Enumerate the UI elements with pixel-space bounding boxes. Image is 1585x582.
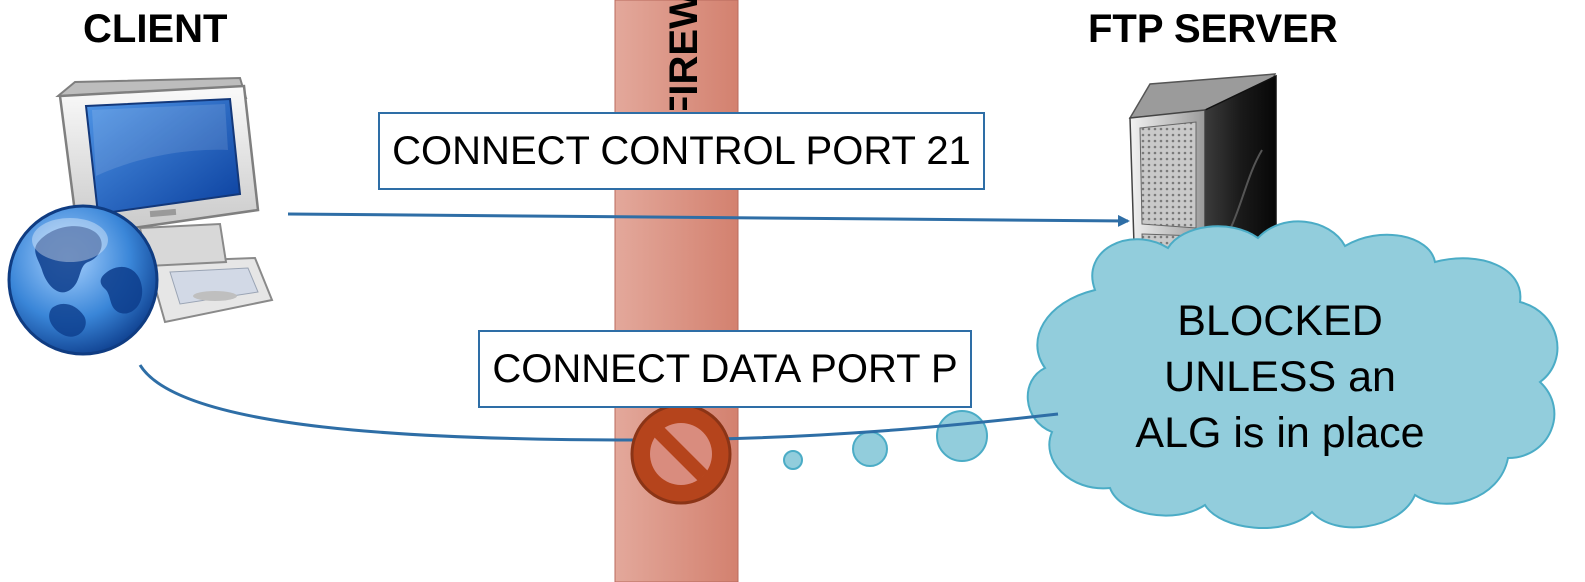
cloud-line-3: ALG is in place [1135,408,1425,457]
cloud-line-2: UNLESS an [1164,352,1396,401]
firewall-label: FIREWALL [662,0,706,120]
cloud-line-1: BLOCKED [1177,297,1383,345]
blocked-cloud [783,220,1559,530]
thought-bubble [852,431,888,467]
computer-icon [55,76,274,324]
server-title: FTP SERVER [1088,7,1338,51]
thought-bubble [783,450,803,470]
globe-icon [7,204,159,356]
control-connection-arrow [287,212,1130,227]
control-connection-label: CONNECT CONTROL PORT 21 [378,112,985,190]
data-connection-line [138,364,1059,442]
data-connection-label: CONNECT DATA PORT P [478,330,972,408]
cloud-message: BLOCKED UNLESS an ALG is in place [1105,294,1455,462]
thought-bubble [936,410,988,462]
no-entry-icon [630,403,732,505]
client-title: CLIENT [83,7,228,51]
